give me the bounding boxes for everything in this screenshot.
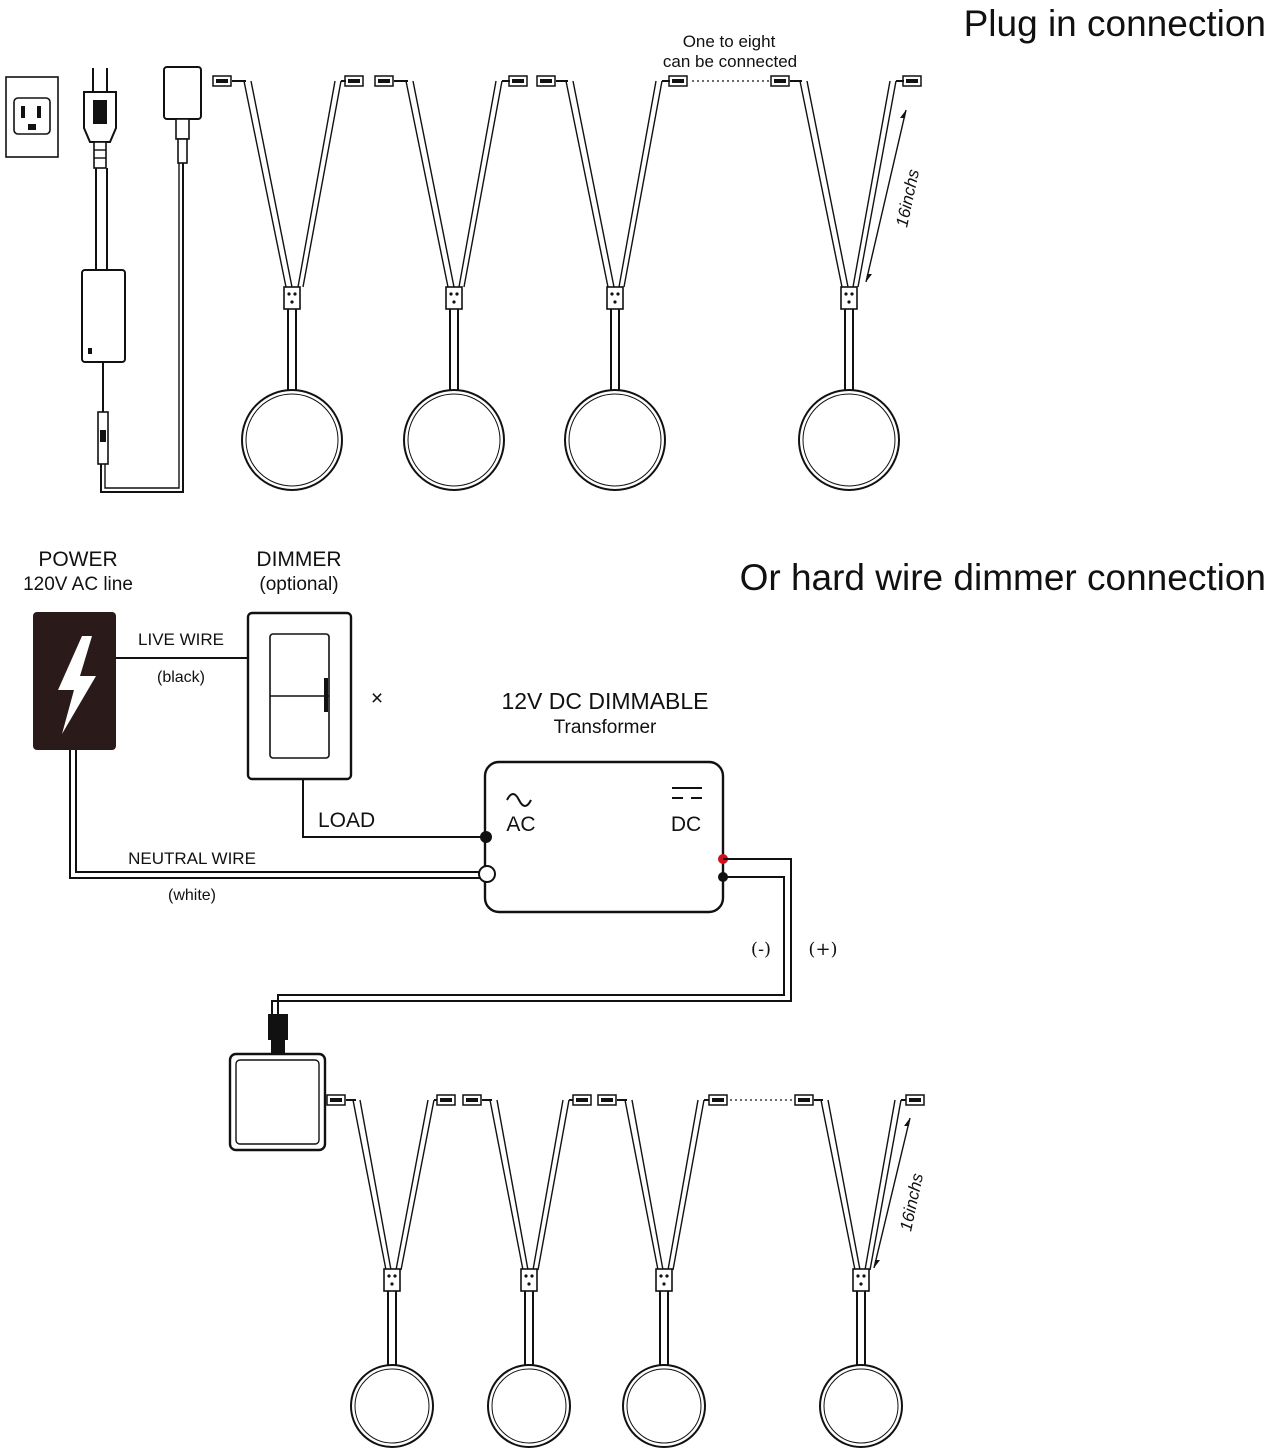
neutral-wire-color: (white) — [168, 887, 216, 904]
dimmer-switch-icon — [246, 611, 353, 781]
puck-light-icon — [597, 1094, 728, 1448]
length-dimension: 16inchs — [873, 1117, 927, 1269]
puck-light-icon — [794, 1094, 925, 1448]
dc-positive-wire — [271, 858, 792, 1014]
transformer-icon — [483, 760, 725, 914]
dc-label: DC — [671, 813, 701, 836]
transformer-sublabel: Transformer — [554, 717, 657, 738]
power-label: POWER — [38, 548, 117, 571]
power-plug-icon — [81, 68, 184, 493]
transformer-title: 12V DC DIMMABLE — [501, 688, 708, 714]
puck-light-icon — [326, 1094, 456, 1448]
live-wire-color: (black) — [157, 669, 205, 686]
length-label-top: 16inchs — [892, 167, 923, 229]
dc-negative-wire — [277, 876, 785, 1014]
lightning-bolt-icon — [33, 612, 116, 750]
puck-light-icon — [212, 75, 364, 491]
neutral-wire — [69, 750, 480, 879]
neutral-wire-label: NEUTRAL WIRE — [128, 849, 256, 868]
distribution-box-icon — [228, 1014, 327, 1152]
live-wire-label: LIVE WIRE — [138, 630, 224, 649]
plus-label: (+) — [808, 939, 837, 960]
plug-section-title: Plug in connection — [964, 3, 1266, 44]
plug-note-line1: One to eight — [683, 32, 776, 51]
load-wire — [302, 779, 486, 838]
x-mark: × — [371, 687, 383, 710]
puck-light-icon — [374, 75, 528, 491]
puck-light-icon — [536, 75, 688, 491]
minus-label: (-) — [751, 939, 771, 960]
puck-light-icon — [770, 75, 922, 491]
ac-label: AC — [506, 813, 535, 836]
dc-adapter-icon — [163, 66, 202, 164]
puck-light-icon — [462, 1094, 592, 1448]
load-label: LOAD — [318, 809, 375, 832]
power-sublabel: 120V AC line — [23, 574, 133, 595]
hardwire-section-title: Or hard wire dimmer connection — [740, 557, 1266, 598]
dimmer-label: DIMMER — [256, 548, 341, 571]
wall-outlet-icon — [5, 76, 59, 158]
length-label-bottom: 16inchs — [896, 1171, 927, 1233]
dimmer-sublabel: (optional) — [259, 574, 338, 595]
plug-note-line2: can be connected — [663, 52, 797, 71]
